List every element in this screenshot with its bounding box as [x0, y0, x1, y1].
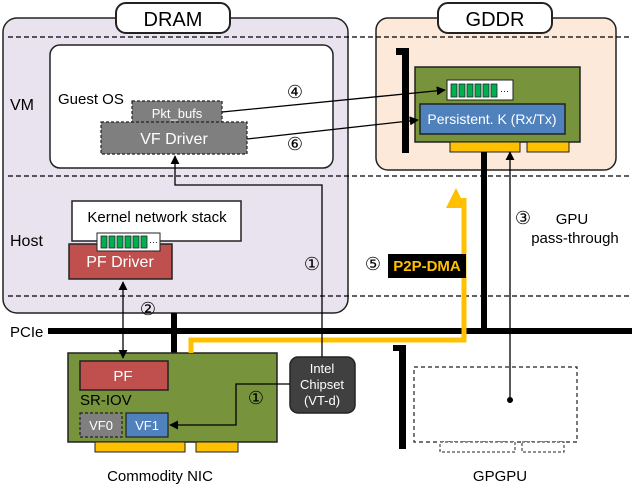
gpu-passthrough-line1: GPU	[556, 211, 589, 228]
commodity-nic-label: Commodity NIC	[107, 468, 213, 485]
intel-chipset-line3: (VT-d)	[304, 393, 340, 408]
guest-os-label: Guest OS	[58, 91, 124, 108]
intel-chipset-line2: Chipset	[300, 377, 344, 392]
vf-driver-label: VF Driver	[140, 131, 208, 148]
persistent-kernel-box	[419, 103, 566, 135]
step-1-nic: ①	[248, 388, 264, 408]
gpu-bracket-tab	[396, 48, 408, 55]
gpgpu-label: GPGPU	[473, 468, 527, 485]
pf-label: PF	[113, 368, 132, 385]
pkt-bufs-box	[131, 100, 223, 126]
dram-header-box	[115, 2, 231, 34]
vm-label: VM	[10, 97, 34, 114]
host-packet-buffer-cells	[100, 235, 148, 249]
arrow-pktbufs-to-gpu-buffer	[221, 86, 446, 113]
p2p-dma-label: P2P-DMA	[393, 258, 461, 275]
vf0-box	[79, 412, 123, 438]
gpgpu-board	[413, 366, 578, 443]
persistent-kernel-label: Persistent. K (Rx/Tx)	[427, 111, 556, 127]
gddr-label: GDDR	[466, 9, 525, 31]
vf1-label: VF1	[135, 418, 159, 433]
arrow-chipset-to-vf1	[169, 383, 290, 430]
gpgpu-connector	[439, 441, 565, 453]
step-2: ②	[140, 299, 156, 319]
gpu-buffer-ellipsis: ···	[500, 86, 509, 96]
pf-box	[79, 360, 169, 391]
gddr-pcie-link	[481, 152, 487, 330]
gpgpu-bracket-tab	[393, 345, 405, 351]
gddr-header-box	[437, 2, 553, 34]
step-4: ④	[287, 82, 303, 102]
p2p-dma-badge	[388, 254, 466, 278]
host-buffer-ellipsis: ···	[149, 237, 158, 247]
kernel-network-stack-label: Kernel network stack	[87, 209, 227, 226]
step-3: ③	[515, 208, 531, 228]
step-5: ⑤	[365, 254, 381, 274]
arrow-vf-driver-to-persistent-kernel	[246, 116, 419, 140]
pcie-bus	[48, 328, 632, 334]
vf1-box	[125, 412, 169, 438]
pcie-label: PCIe	[10, 324, 43, 341]
step-6: ⑥	[287, 134, 303, 154]
step-1-host: ①	[304, 254, 320, 274]
gpu-packet-buffer-cells	[450, 83, 498, 98]
dram-label: DRAM	[144, 9, 203, 31]
vf-driver-box	[100, 121, 248, 155]
gpgpu-bracket	[399, 345, 406, 449]
nic-board-connector	[94, 441, 239, 453]
dram-pcie-link	[171, 313, 177, 353]
host-label: Host	[10, 233, 43, 250]
gpgpu-passthrough-dot	[507, 397, 513, 403]
pf-driver-label: PF Driver	[86, 254, 154, 271]
arrow-chipset-to-vf-driver	[170, 155, 323, 357]
pkt-bufs-label: Pkt_bufs	[152, 106, 203, 121]
gpu-board-connector	[449, 141, 570, 153]
sriov-label: SR-IOV	[80, 392, 132, 409]
vf0-label: VF0	[89, 418, 113, 433]
gpu-bracket-top	[402, 48, 409, 153]
intel-chipset-line1: Intel	[310, 361, 335, 376]
gpu-passthrough-line2: pass-through	[531, 230, 619, 247]
